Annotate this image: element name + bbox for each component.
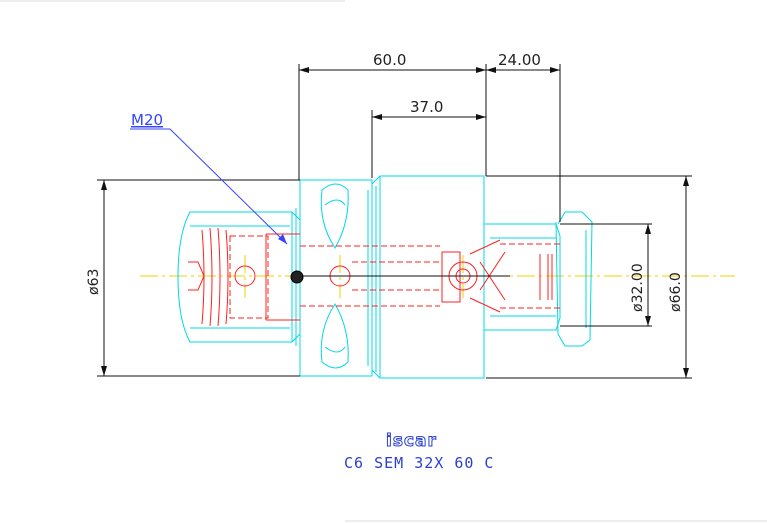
iscar-logo: iscar (386, 431, 437, 452)
dim-dia66: ø66.0 (668, 272, 684, 312)
coolant-vanes (320, 183, 349, 369)
callout-m20: M20 (131, 111, 163, 129)
holder-body (299, 175, 485, 379)
part-code: C6 SEM 32X 60 C (344, 454, 494, 472)
dim-60: 60.0 (373, 51, 406, 69)
logo-text: iscar (386, 431, 437, 451)
thread-callout (130, 128, 288, 245)
datum-point (290, 270, 304, 284)
dim-24: 24.00 (498, 51, 541, 69)
dim-dia32: ø32.00 (630, 263, 646, 312)
collet-nut-left (177, 208, 301, 346)
dimension-lines (97, 64, 692, 379)
dim-37: 37.0 (410, 98, 443, 116)
dim-dia63: ø63 (86, 269, 102, 295)
holder-shank-right (483, 211, 593, 347)
internal-geometry (188, 227, 560, 327)
